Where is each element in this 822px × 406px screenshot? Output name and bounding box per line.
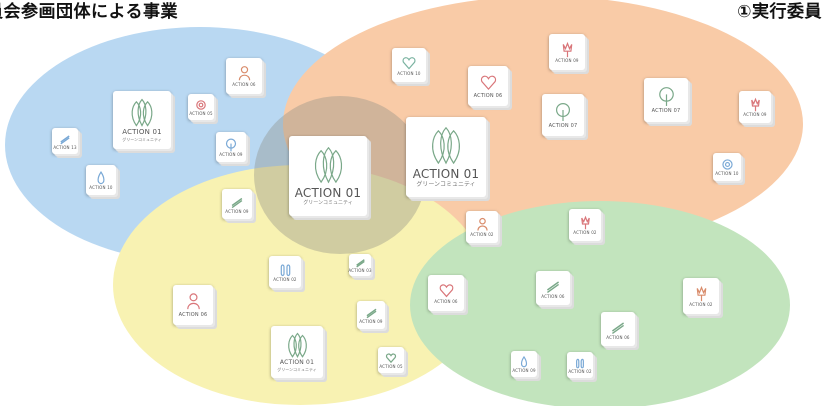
action-card[interactable]: ACTION 09: [216, 132, 246, 162]
card-title: ACTION 01: [279, 358, 315, 366]
leaf-trio-icon: [427, 126, 465, 165]
leaf-trio-icon: [310, 146, 347, 184]
card-title: ACTION 09: [743, 112, 767, 117]
action-card[interactable]: ACTION 06: [536, 271, 570, 305]
action-card[interactable]: ACTION 07: [644, 78, 688, 122]
card-subtitle: グリーンコミュニティ: [303, 199, 353, 206]
card-title: ACTION 03: [348, 268, 372, 273]
tulip-icon: [559, 41, 576, 58]
card-title: ACTION 09: [225, 208, 249, 214]
circle-icon: [195, 99, 207, 111]
card-subtitle: グリーンコミュニティ: [122, 136, 162, 142]
heart-icon: [438, 282, 455, 299]
heart-icon: [479, 73, 498, 92]
action-card[interactable]: ACTION 10: [713, 153, 741, 181]
tulip-icon: [693, 285, 710, 302]
card-title: ACTION 06: [606, 334, 630, 340]
action-card[interactable]: ACTION 10: [86, 165, 116, 195]
leaf-trio-icon: [128, 98, 156, 127]
card-title: ACTION 02: [568, 368, 592, 374]
tulip-icon: [578, 215, 593, 230]
action-card[interactable]: ACTION 09: [739, 91, 771, 123]
heart-icon: [401, 55, 417, 71]
card-title: ACTION 09: [512, 367, 536, 373]
card-title: ACTION 07: [651, 108, 681, 114]
action-card[interactable]: ACTION 02: [567, 352, 593, 378]
lines-icon: [230, 195, 244, 209]
card-title: ACTION 02: [470, 232, 494, 237]
card-title: ACTION 06: [434, 299, 458, 304]
action-card[interactable]: ACTION 03: [348, 254, 372, 276]
card-subtitle: グリーンコミュニティ: [277, 366, 317, 372]
venn-circle-green: [410, 201, 790, 406]
lines-icon: [545, 278, 561, 294]
bottles-icon: [278, 262, 293, 277]
lines-icon: [59, 133, 71, 145]
card-title: ACTION 06: [178, 312, 208, 318]
action-card[interactable]: ACTION 13: [52, 128, 78, 154]
card-subtitle: グリーンコミュニティ: [416, 180, 476, 188]
action-card[interactable]: ACTION 09: [549, 34, 585, 70]
card-title: ACTION 09: [555, 58, 579, 63]
tree-icon: [553, 102, 573, 122]
card-title: ACTION 10: [715, 171, 739, 176]
drop-icon: [94, 170, 108, 185]
card-title: ACTION 02: [273, 277, 297, 282]
leaf-trio-icon: [285, 332, 310, 358]
card-title: ACTION 01: [122, 127, 162, 136]
card-title: ACTION 06: [541, 293, 565, 299]
card-title: ACTION 09: [219, 151, 243, 157]
action-card[interactable]: ACTION 09: [222, 189, 252, 219]
action-card[interactable]: ACTION 06: [173, 285, 213, 325]
action-card[interactable]: ACTION 09: [357, 301, 385, 329]
drop-icon: [518, 355, 530, 368]
card-title: ACTION 06: [232, 82, 256, 87]
tree-icon: [224, 138, 238, 152]
person-icon: [184, 292, 203, 311]
action-card[interactable]: ACTION 02: [466, 211, 498, 243]
tulip-icon: [748, 97, 763, 112]
action-card[interactable]: ACTION 05: [378, 347, 404, 373]
lines-icon: [365, 306, 378, 319]
card-title: ACTION 02: [573, 230, 597, 235]
person-icon: [236, 65, 253, 82]
card-title: ACTION 09: [359, 319, 383, 324]
card-title: ACTION 13: [53, 144, 77, 150]
header-right-title: ①実行委員: [737, 2, 822, 22]
card-title: ACTION 07: [548, 122, 578, 129]
card-title: ACTION 05: [189, 110, 213, 116]
bottles-icon: [574, 357, 586, 369]
action-card[interactable]: ACTION 06: [226, 58, 262, 94]
action-card[interactable]: ACTION 06: [468, 66, 508, 106]
lines-icon: [610, 319, 626, 335]
action-card[interactable]: ACTION 02: [569, 209, 601, 241]
action-card[interactable]: ACTION 02: [683, 278, 719, 314]
person-icon: [475, 217, 490, 232]
card-title: ACTION 01: [294, 185, 362, 200]
header-left-title: 員会参画団体による事業: [0, 2, 178, 22]
action-card[interactable]: ACTION 06: [428, 275, 464, 311]
circle-icon: [721, 158, 734, 171]
tree-icon: [656, 86, 677, 107]
action-card[interactable]: ACTION 05: [188, 94, 214, 120]
card-title: ACTION 10: [397, 70, 421, 76]
action-card[interactable]: ACTION 02: [269, 256, 301, 288]
heart-icon: [385, 352, 397, 364]
card-title: ACTION 05: [379, 363, 403, 369]
card-title: ACTION 02: [689, 302, 713, 307]
card-title: ACTION 01: [412, 166, 480, 181]
action-card[interactable]: ACTION 09: [511, 351, 537, 377]
action-card[interactable]: ACTION 07: [542, 94, 584, 136]
action-card[interactable]: ACTION 10: [392, 48, 426, 82]
card-title: ACTION 06: [473, 93, 503, 99]
lines-icon: [355, 257, 366, 268]
card-title: ACTION 10: [89, 184, 113, 190]
action-card[interactable]: ACTION 06: [601, 312, 635, 346]
